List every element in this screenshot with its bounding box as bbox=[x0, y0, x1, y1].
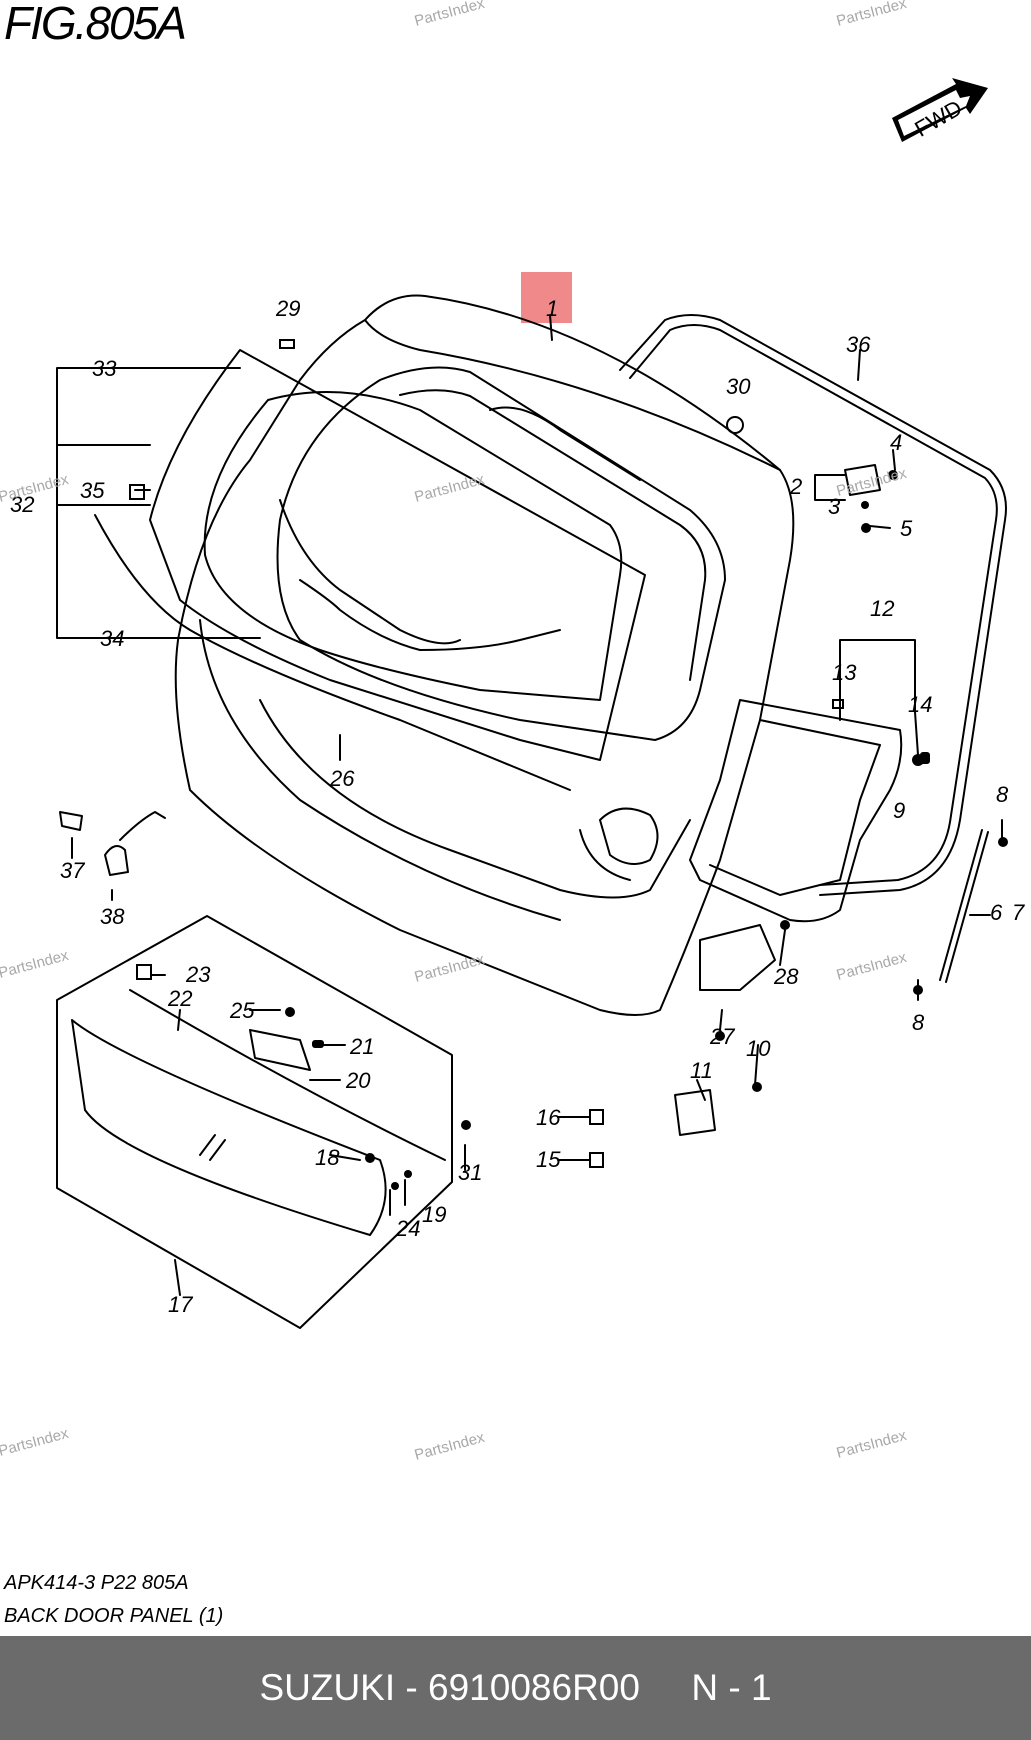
reference-code: APK414-3 P22 805A bbox=[4, 1572, 189, 1594]
callout-31: 31 bbox=[458, 1160, 482, 1185]
watermark: PartsIndex bbox=[835, 0, 909, 30]
fwd-arrow-icon: FWD bbox=[892, 78, 988, 142]
callout-17: 17 bbox=[168, 1292, 193, 1317]
watermark: PartsIndex bbox=[0, 471, 71, 506]
callout-4: 4 bbox=[890, 430, 902, 455]
footer-part-number: 6910086R00 bbox=[428, 1667, 640, 1708]
watermark: PartsIndex bbox=[0, 1425, 71, 1460]
callout-26: 26 bbox=[329, 766, 355, 791]
footer-brand: SUZUKI bbox=[259, 1667, 396, 1708]
highlighted-part-marker bbox=[521, 272, 572, 323]
callout-13: 13 bbox=[832, 660, 857, 685]
callout-30: 30 bbox=[726, 374, 751, 399]
callout-15: 15 bbox=[536, 1147, 561, 1172]
callout-8b: 8 bbox=[912, 1010, 925, 1035]
watermark: PartsIndex bbox=[835, 1427, 909, 1462]
parts-diagram: 1 2 3 4 5 6 7 8 8 9 10 11 12 13 14 15 16… bbox=[0, 0, 1025, 1464]
callout-3: 3 bbox=[828, 494, 841, 519]
trim-panel-outline bbox=[689, 699, 903, 923]
callout-28: 28 bbox=[773, 964, 799, 989]
callout-1: 1 bbox=[546, 296, 558, 321]
callout-34: 34 bbox=[100, 626, 124, 651]
footer-gap bbox=[395, 1667, 405, 1709]
reference-caption: BACK DOOR PANEL (1) bbox=[4, 1605, 224, 1627]
callout-33: 33 bbox=[92, 356, 117, 381]
callout-20: 20 bbox=[345, 1068, 371, 1093]
watermark: PartsIndex bbox=[835, 949, 909, 984]
callout-25: 25 bbox=[229, 998, 255, 1023]
weatherstrip-outline bbox=[619, 314, 1007, 896]
callout-11: 11 bbox=[690, 1058, 713, 1083]
strut-outline bbox=[939, 829, 983, 981]
callout-32: 32 bbox=[10, 492, 34, 517]
watermark: PartsIndex bbox=[413, 951, 487, 986]
watermark: PartsIndex bbox=[413, 1429, 487, 1464]
callout-37: 37 bbox=[60, 858, 85, 883]
callout-27: 27 bbox=[709, 1024, 735, 1049]
callout-38: 38 bbox=[100, 904, 125, 929]
footer-bar: SUZUKI - 6910086R00 N - 1 bbox=[0, 1636, 1031, 1740]
footer-gap bbox=[640, 1667, 691, 1709]
callout-8: 8 bbox=[996, 782, 1009, 807]
callout-29: 29 bbox=[275, 296, 300, 321]
watermark: PartsIndex bbox=[413, 471, 487, 506]
footer-gap bbox=[418, 1667, 428, 1709]
callout-2: 2 bbox=[789, 474, 802, 499]
callout-19: 19 bbox=[422, 1202, 446, 1227]
back-door-panel-outline bbox=[174, 294, 795, 1016]
callout-18: 18 bbox=[315, 1145, 340, 1170]
figure-title: FIG.805A bbox=[4, 0, 187, 49]
back-glass-outline bbox=[149, 349, 646, 761]
garnish-box-outline bbox=[56, 915, 453, 1329]
callout-7: 7 bbox=[1012, 900, 1025, 925]
callout-9: 9 bbox=[893, 798, 905, 823]
watermark: PartsIndex bbox=[413, 0, 487, 30]
callout-21: 21 bbox=[349, 1034, 374, 1059]
callout-10: 10 bbox=[746, 1036, 771, 1061]
callout-14: 14 bbox=[908, 692, 932, 717]
callout-22: 22 bbox=[167, 986, 192, 1011]
callout-35: 35 bbox=[80, 478, 105, 503]
callout-12: 12 bbox=[870, 596, 894, 621]
callout-16: 16 bbox=[536, 1105, 561, 1130]
callout-24: 24 bbox=[395, 1216, 420, 1241]
callout-23: 23 bbox=[185, 962, 211, 987]
callout-36: 36 bbox=[846, 332, 871, 357]
footer-page: N - 1 bbox=[691, 1667, 772, 1708]
footer-separator: - bbox=[405, 1667, 418, 1708]
callout-5: 5 bbox=[900, 516, 913, 541]
callout-6: 6 bbox=[990, 900, 1003, 925]
watermark: PartsIndex bbox=[0, 947, 71, 982]
